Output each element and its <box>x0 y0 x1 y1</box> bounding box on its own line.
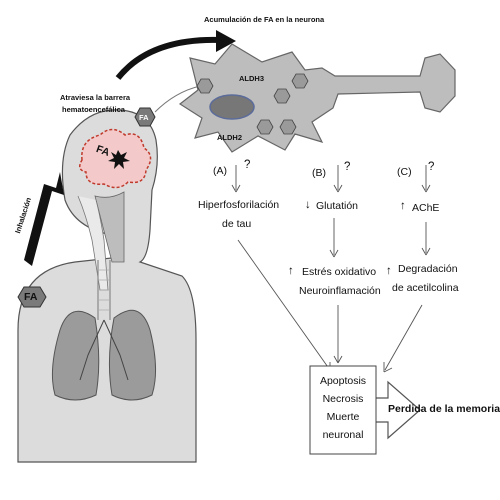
neuron <box>178 43 456 153</box>
pathway-b-arrow: ↓ <box>305 199 311 211</box>
pathway-b2-arrow: ↑ <box>288 265 294 277</box>
pathway-b2-line1: Estrés oxidativo <box>302 266 377 278</box>
barrier-label-line1: Atraviesa la barrera <box>60 93 131 102</box>
outcome-line4: neuronal <box>322 429 364 441</box>
pathway-a-question: ? <box>244 159 251 171</box>
pathway-a-line2: de tau <box>222 218 252 230</box>
barrier-arrow <box>115 30 236 80</box>
pathway-b2-line2: Neuroinflamación <box>299 285 381 297</box>
fa-hexagon-outside <box>17 286 47 308</box>
pathway-c-tag: (C) <box>397 166 412 178</box>
pathway-c-line1: AChE <box>412 202 440 214</box>
pathway-b-line1: Glutatión <box>316 200 359 212</box>
outcome-block-arrow <box>309 365 421 455</box>
pathway-c2-line1: Degradación <box>398 263 458 275</box>
enzyme-aldh2: ALDH2 <box>217 133 243 142</box>
pathway-a-line1: Hiperfosforilación <box>198 199 280 211</box>
pathway-c-arrow: ↑ <box>400 200 406 212</box>
fa-hexagon-barrier <box>134 107 156 127</box>
outcome-line3: Muerte <box>326 411 360 423</box>
inhalation-arrow <box>24 172 64 266</box>
outcome-line2: Necrosis <box>322 393 364 405</box>
pathway-b-tag: (B) <box>312 167 326 179</box>
pathway-a-tag: (A) <box>213 165 227 177</box>
pathway-arrows <box>231 165 431 373</box>
fa-hex-outside-label: FA <box>24 291 38 303</box>
outcome-line1: Apoptosis <box>319 375 367 387</box>
pathway-c2-line2: de acetilcolina <box>392 282 459 294</box>
enzyme-aldh3: ALDH3 <box>239 74 265 83</box>
pathway-b-question: ? <box>344 161 351 173</box>
pathway-c2-arrow: ↑ <box>386 265 392 277</box>
barrier-label-line2: hematoencefálica <box>62 105 125 114</box>
memory-loss-label: Perdida de la memoria <box>388 403 500 415</box>
thin-entry-arrow <box>154 85 201 113</box>
pathway-c-question: ? <box>428 161 435 173</box>
human-figure <box>5 109 205 463</box>
fa-hex-barrier-label: FA <box>139 113 149 122</box>
accumulation-title: Acumulación de FA en la neurona <box>204 15 325 24</box>
